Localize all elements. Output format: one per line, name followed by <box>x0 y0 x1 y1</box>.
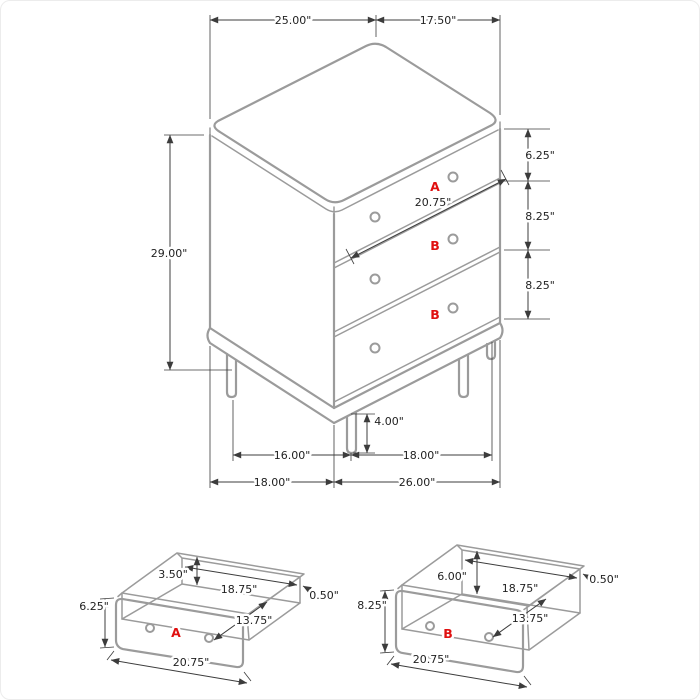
drawer-b-inner-edges <box>401 549 581 651</box>
dim-drawer1-label: 6.25" <box>525 149 555 162</box>
dim-drawer2-label: 8.25" <box>525 210 555 223</box>
dim-b-thickness-leader <box>582 573 598 583</box>
drawer-b-letter: B <box>443 626 453 641</box>
extension-lines <box>99 597 252 682</box>
chest-top-edge <box>209 121 501 215</box>
drawer-letter-b1: B <box>430 238 440 253</box>
drawer-knob <box>369 342 381 354</box>
drawer-a-rims <box>121 552 305 616</box>
dim-base-depth-label: 16.00" <box>274 449 311 462</box>
chest-legs <box>225 340 497 455</box>
drawer-letter-a: A <box>430 179 440 194</box>
dim-b-inner-width-line <box>464 557 578 581</box>
drawer-knob <box>369 211 381 223</box>
drawer-knob <box>204 633 214 643</box>
dim-b-front-width-line <box>390 662 528 689</box>
chest-drawing <box>206 42 504 455</box>
chest-base-rail-front <box>332 321 504 425</box>
drawer-b-drawing <box>394 544 585 674</box>
dim-b-inner-width-label: 18.75" <box>502 582 539 595</box>
dim-a-front-width-line <box>110 658 248 685</box>
drawer-letter-b2: B <box>430 307 440 322</box>
dim-a-front-height-label: 6.25" <box>79 600 109 613</box>
dim-b-inner-depth-line <box>492 598 547 638</box>
drawer-b-detail-view: 8.25" 6.00" 18.75" 0.50" 13.75" 20.75" B <box>355 544 621 689</box>
drawer-knob <box>447 171 459 183</box>
dim-overall-width-label: 26.00" <box>399 476 436 489</box>
extension-lines <box>379 589 532 686</box>
drawer-knob <box>425 621 435 631</box>
chest-drawer-dividers <box>333 177 501 403</box>
dim-b-front-height-label: 8.25" <box>357 599 387 612</box>
dim-leg-height-label: 4.00" <box>374 415 404 428</box>
dim-a-inner-depth-label: 13.75" <box>236 614 273 627</box>
dim-b-front-width-label: 20.75" <box>413 653 450 666</box>
drawer-knob <box>484 632 494 642</box>
chest-dimensions: 25.00" 17.50" 29.00" 6.25" 8.25" 8.25" 2… <box>148 12 557 492</box>
dim-b-thickness-label: 0.50" <box>589 573 619 586</box>
dim-a-inner-width-label: 18.75" <box>221 583 258 596</box>
drawer-a-letter: A <box>171 625 181 640</box>
drawer-b-rims <box>401 544 585 608</box>
drawer-knob <box>369 273 381 285</box>
chest-base-rail-left <box>206 326 336 425</box>
dim-a-front-width-label: 20.75" <box>173 656 210 669</box>
dim-a-inner-depth-line <box>213 601 268 641</box>
dim-a-thickness-label: 0.50" <box>309 589 339 602</box>
dim-front-width-line <box>350 178 507 259</box>
drawer-a-detail-view: 6.25" 3.50" 18.75" 0.50" 13.75" 20.75" A <box>77 552 341 685</box>
dim-drawer3-label: 8.25" <box>525 279 555 292</box>
dim-b-side-height-label: 6.00" <box>437 570 467 583</box>
dim-a-side-height-label: 3.50" <box>158 568 188 581</box>
drawer-knob <box>145 623 155 633</box>
chest-top-face <box>213 42 497 204</box>
drawer-a-dimensions: 6.25" 3.50" 18.75" 0.50" 13.75" 20.75" A <box>77 556 341 685</box>
dim-base-width-label: 18.00" <box>403 449 440 462</box>
dim-top-depth-label: 17.50" <box>420 14 457 27</box>
chest-isometric-view: 25.00" 17.50" 29.00" 6.25" 8.25" 8.25" 2… <box>148 12 557 492</box>
drawer-knob <box>447 233 459 245</box>
dim-a-inner-width-line <box>184 564 298 588</box>
drawer-b-dimensions: 8.25" 6.00" 18.75" 0.50" 13.75" 20.75" B <box>355 550 621 689</box>
drawer-a-top-edge <box>117 592 250 619</box>
dim-front-width-label: 20.75" <box>415 196 452 209</box>
dim-height-label: 29.00" <box>151 247 188 260</box>
drawer-a-inner-edges <box>121 557 301 641</box>
dim-overall-depth-label: 18.00" <box>254 476 291 489</box>
dim-b-inner-depth-label: 13.75" <box>512 612 549 625</box>
dim-top-width-label: 25.00" <box>275 14 312 27</box>
dim-a-thickness-leader <box>302 585 318 595</box>
drawer-knob <box>447 302 459 314</box>
drawer-a-drawing <box>114 552 305 669</box>
